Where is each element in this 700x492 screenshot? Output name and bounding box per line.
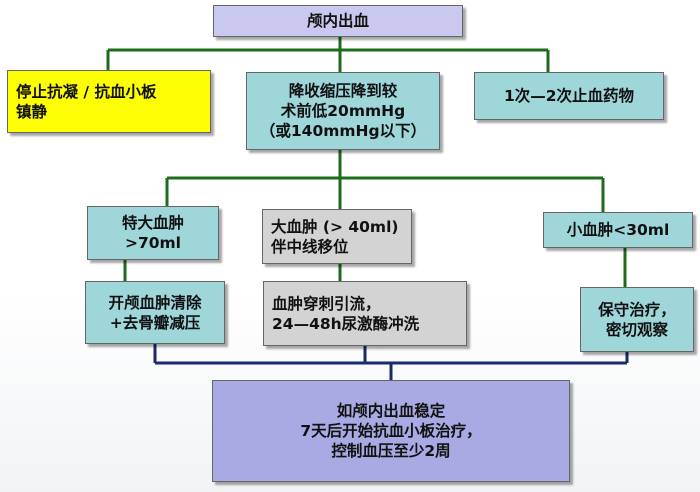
node-huge-hematoma: 特大血肿 >70ml <box>87 206 219 260</box>
node-huge-hematoma-label: 特大血肿 >70ml <box>121 214 184 252</box>
node-conservative-treatment-label: 保守治疗， 密切观察 <box>598 300 676 339</box>
node-hemostatic-drug: 1次—2次止血药物 <box>474 72 664 120</box>
node-small-hematoma-label: 小血肿<30ml <box>566 221 670 239</box>
node-stop-anticoagulation-label: 停止抗凝 / 抗血小板 镇静 <box>16 82 157 121</box>
node-conservative-treatment: 保守治疗， 密切观察 <box>580 287 694 352</box>
node-lower-blood-pressure: 降收缩压降到较 术前低20mmHg （或140mmHg以下） <box>246 72 440 150</box>
node-craniotomy-label: 开颅血肿清除 +去骨瓣减压 <box>108 293 202 332</box>
node-intracranial-hemorrhage: 颅内出血 <box>213 5 463 37</box>
node-large-hematoma: 大血肿 (> 40ml) 伴中线移位 <box>262 209 412 264</box>
node-stable-antiplatelet-plan: 如颅内出血稳定 7天后开始抗血小板治疗， 控制血压至少2周 <box>212 380 570 482</box>
node-lower-blood-pressure-label: 降收缩压降到较 术前低20mmHg （或140mmHg以下） <box>259 82 427 140</box>
node-stop-anticoagulation: 停止抗凝 / 抗血小板 镇静 <box>7 70 211 133</box>
node-small-hematoma: 小血肿<30ml <box>543 212 693 248</box>
node-hematoma-puncture: 血肿穿刺引流， 24—48h尿激酶冲洗 <box>263 281 467 346</box>
node-intracranial-hemorrhage-label: 颅内出血 <box>306 12 369 30</box>
node-craniotomy: 开颅血肿清除 +去骨瓣减压 <box>85 281 225 344</box>
node-hemostatic-drug-label: 1次—2次止血药物 <box>503 87 635 105</box>
node-large-hematoma-label: 大血肿 (> 40ml) 伴中线移位 <box>271 217 399 256</box>
node-stable-antiplatelet-plan-label: 如颅内出血稳定 7天后开始抗血小板治疗， 控制血压至少2周 <box>300 402 482 460</box>
node-hematoma-puncture-label: 血肿穿刺引流， 24—48h尿激酶冲洗 <box>272 294 420 333</box>
